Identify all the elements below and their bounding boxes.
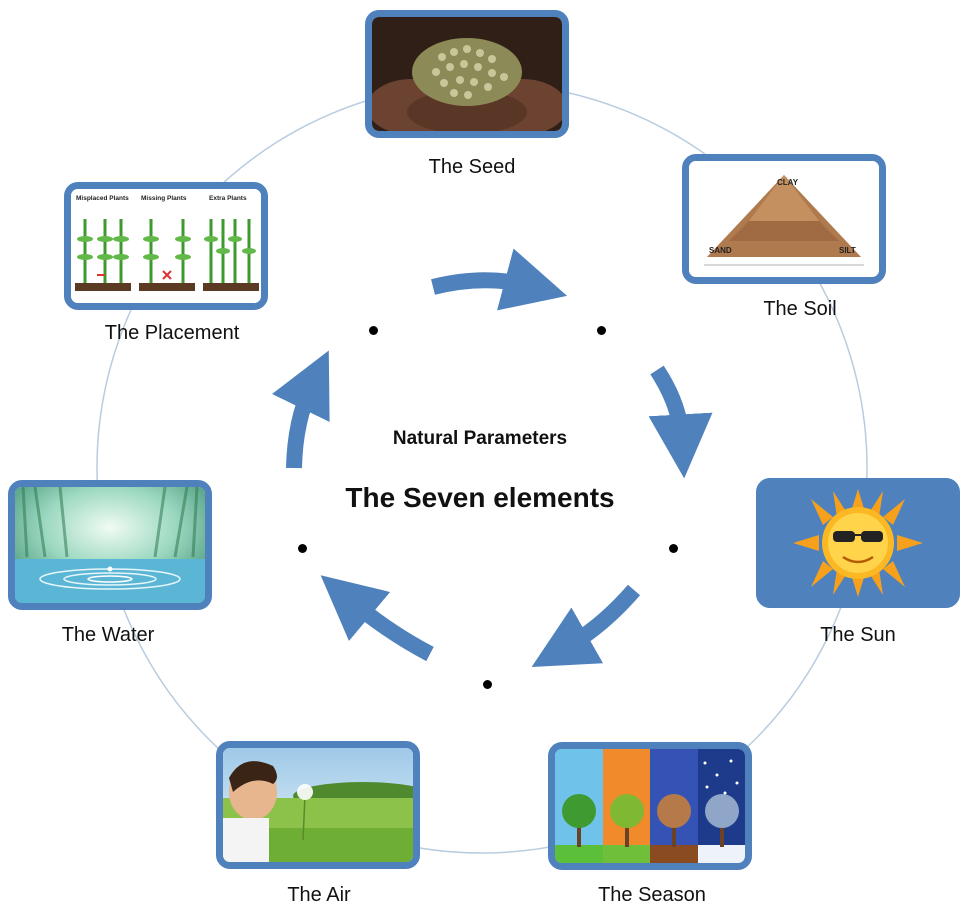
element-label-air: The Air — [287, 884, 351, 906]
placement-heading-extra: Extra Plants — [209, 195, 247, 202]
sun-with-sunglasses-image — [763, 485, 953, 601]
cycle-arrow-5 — [272, 350, 330, 469]
soil-clay-label: CLAY — [777, 178, 799, 187]
bullet-dot — [669, 544, 678, 553]
season-image-frame — [548, 742, 752, 870]
soil-image-frame: SAND SILT CLAY — [682, 154, 886, 284]
diagram-subtitle: Natural Parameters — [392, 428, 568, 449]
water-ripple-forest-image — [15, 487, 205, 603]
corn-plant-placement-image: Misplaced Plants Missing Plants Extra Pl… — [71, 189, 261, 303]
placement-heading-misplaced: Misplaced Plants — [76, 195, 129, 202]
diagram-title: The Seven elements — [345, 482, 615, 513]
placement-image-frame: Misplaced Plants Missing Plants Extra Pl… — [64, 182, 268, 310]
cycle-arrow-1 — [431, 248, 568, 311]
element-label-soil: The Soil — [763, 298, 837, 320]
placement-heading-missing: Missing Plants — [141, 195, 187, 202]
element-label-seed: The Seed — [428, 156, 516, 178]
element-label-season: The Season — [598, 884, 706, 906]
soil-triangle-image: SAND SILT CLAY — [689, 161, 879, 277]
air-image-frame — [216, 741, 420, 869]
bullet-dot — [369, 326, 378, 335]
water-image-frame — [8, 480, 212, 610]
bullet-dot — [483, 680, 492, 689]
soil-sand-label: SAND — [709, 246, 732, 255]
element-label-water: The Water — [61, 624, 155, 646]
element-label-placement: The Placement — [104, 322, 240, 344]
cycle-arrow-4 — [320, 575, 434, 662]
sun-image-frame — [756, 478, 960, 608]
bullet-dot — [597, 326, 606, 335]
seed-handful-image — [372, 17, 562, 131]
element-label-sun: The Sun — [820, 624, 896, 646]
bullet-dot — [298, 544, 307, 553]
cycle-arrow-3 — [531, 584, 641, 667]
four-seasons-trees-image — [555, 749, 745, 863]
soil-silt-label: SILT — [839, 246, 856, 255]
child-blowing-dandelion-image — [223, 748, 413, 862]
cycle-arrow-2 — [648, 365, 713, 479]
seed-image-frame — [365, 10, 569, 138]
